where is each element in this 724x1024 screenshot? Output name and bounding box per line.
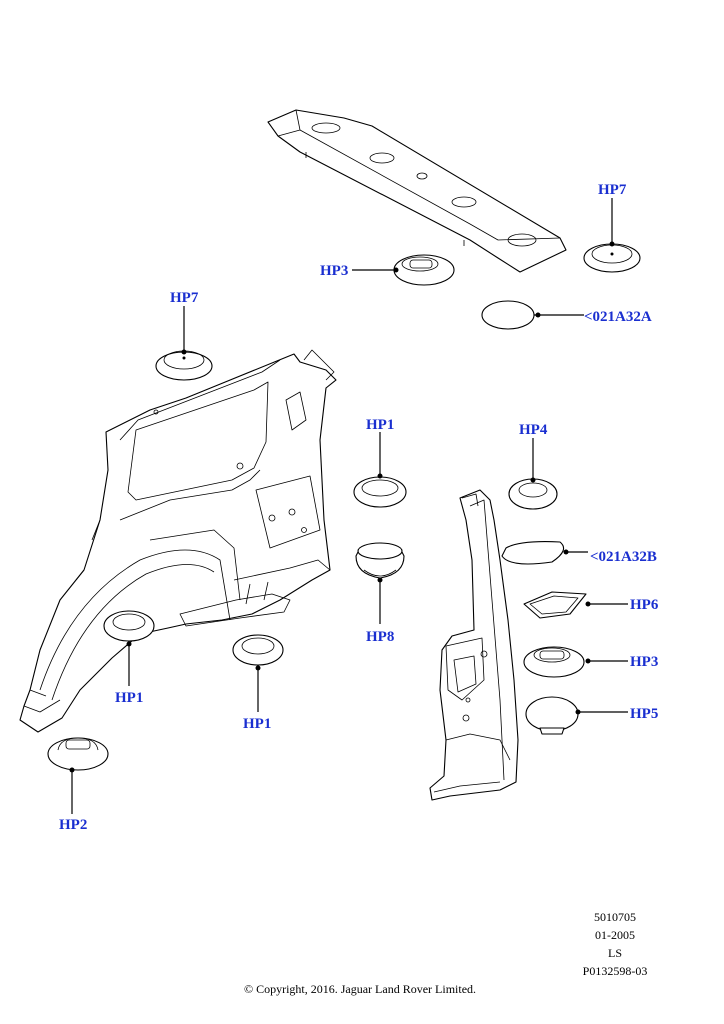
hp1-mid-label: HP1: [243, 716, 271, 732]
hp3-right-label: HP3: [630, 654, 658, 670]
hp7-left-label: HP7: [170, 290, 199, 306]
hp1-plug-left: [103, 610, 155, 642]
hp1-plug-mid: [232, 634, 284, 666]
021a32b-leader-dot: [563, 549, 569, 555]
hp8-label: HP8: [366, 629, 394, 645]
hp7-top-leader-dot: [609, 241, 615, 247]
hp1-center-label: HP1: [366, 417, 394, 433]
hp3-plug-top: [393, 254, 455, 286]
hp4-label: HP4: [519, 422, 548, 438]
hp7-plug-top-right: [583, 243, 641, 273]
hp3-plug-right: [523, 646, 585, 678]
021a32a-leader-dot: [535, 312, 541, 318]
hp2-label: HP2: [59, 817, 87, 833]
hp1-mid-leader-dot: [255, 665, 261, 671]
hp5-label: HP5: [630, 706, 658, 722]
hp5-leader-dot: [575, 709, 581, 715]
021a32b-label: <021A32B: [590, 549, 657, 565]
hp7-plug-left: [155, 350, 213, 381]
roof-cross-member: [267, 109, 567, 273]
hp6-leader-dot: [585, 601, 591, 607]
drawing-ls: LS: [607, 946, 622, 960]
gasket-021a32a: [481, 300, 535, 330]
drawing-date: 01-2005: [595, 928, 635, 942]
part-reference: P0132598-03: [582, 964, 648, 978]
body-pillar: [429, 489, 519, 801]
drawing-code: 5010705: [594, 910, 636, 924]
body-side-panel: [19, 349, 337, 733]
hp8-plug: [355, 542, 405, 579]
hp3-top-label: HP3: [320, 263, 348, 279]
hp1-left-leader-dot: [126, 641, 132, 647]
hp7-left-leader-dot: [181, 349, 187, 355]
hp1-left-label: HP1: [115, 690, 143, 706]
021a32a-label: <021A32A: [584, 309, 652, 325]
gasket-021a32b: [501, 541, 565, 565]
hp2-plug: [47, 737, 109, 771]
hp3-top-leader-dot: [393, 267, 399, 273]
hp1-plug-center: [353, 476, 407, 508]
hp4-leader-dot: [530, 477, 536, 483]
hp7-top-label: HP7: [598, 182, 627, 198]
hp4-plug: [508, 478, 558, 510]
hp1-center-leader-dot: [377, 473, 383, 479]
hp3-right-leader-dot: [585, 658, 591, 664]
hp5-plug: [525, 696, 579, 735]
copyright-notice: © Copyright, 2016. Jaguar Land Rover Lim…: [243, 982, 477, 996]
hp6-label: HP6: [630, 597, 659, 613]
hp8-leader-dot: [377, 577, 383, 583]
hp2-leader-dot: [69, 767, 75, 773]
